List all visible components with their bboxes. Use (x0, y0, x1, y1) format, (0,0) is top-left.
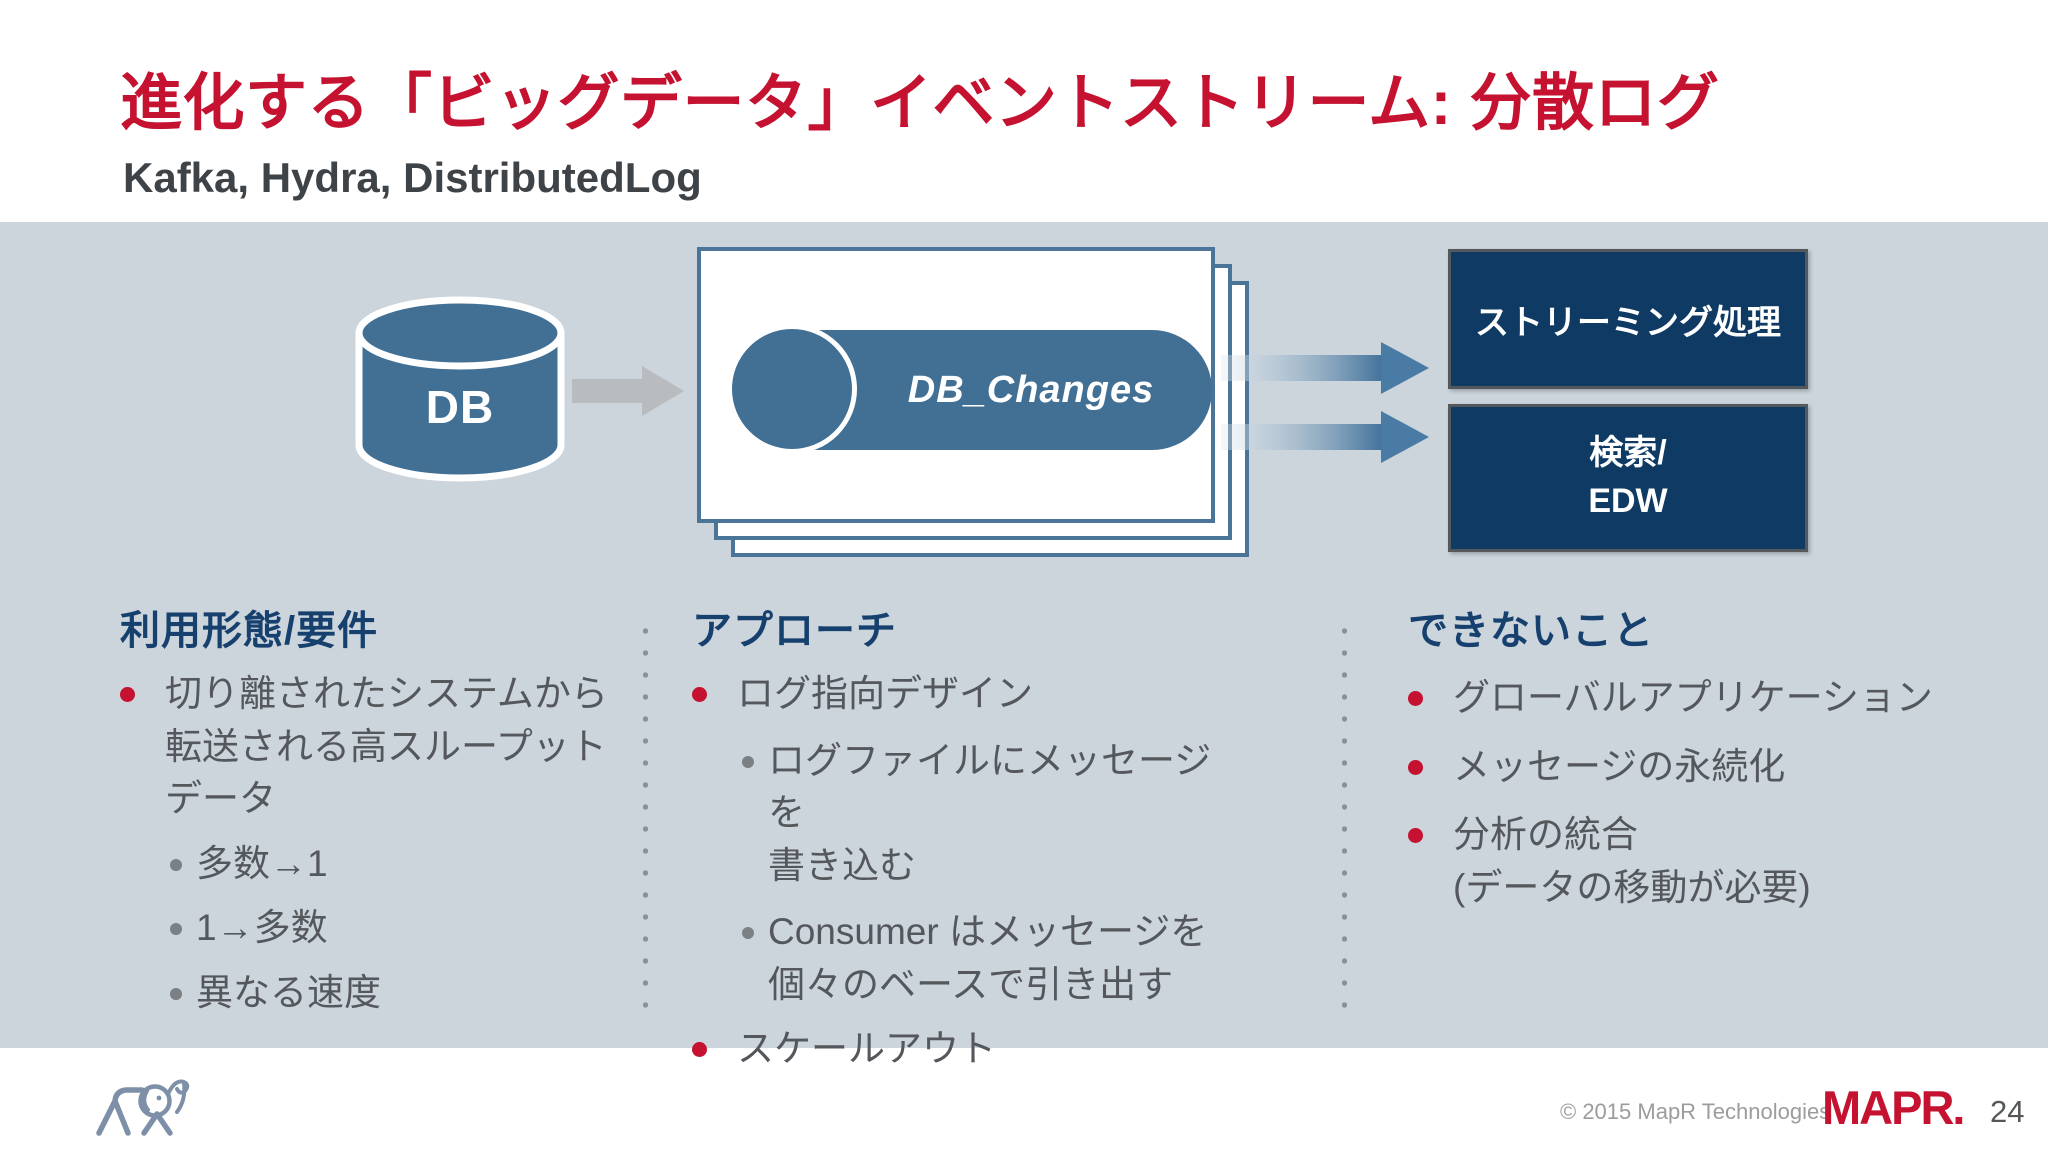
bullet-text: 分析の統合 (データの移動が必要) (1453, 814, 1811, 908)
column-limitations: できないこと グローバルアプリケーション メッセージの永続化 分析の統合 (デー… (1408, 606, 1988, 914)
column-divider (643, 620, 648, 1010)
column-usage-requirements: 利用形態/要件 切り離されたシステムから 転送される高スループット データ 多数… (120, 606, 622, 1019)
sub-bullet-item: Consumer はメッセージを 個々のベースで引き出す (742, 906, 1224, 1011)
stream-capsule (792, 330, 1212, 450)
gray-bullet-icon (742, 755, 754, 768)
sub-bullet-item: 異なる速度 (170, 967, 622, 1020)
column-heading: できないこと (1408, 609, 1654, 653)
sub-bullet-item: ログファイルにメッセージを 書き込む (742, 735, 1224, 893)
stream-label: DB_Changes (907, 368, 1155, 411)
column-approach: アプローチ ログ指向デザイン ログファイルにメッセージを 書き込む Consum… (692, 606, 1224, 1076)
target-box-search-edw-label: 検索/ EDW (1588, 434, 1668, 520)
gray-bullet-icon (170, 858, 182, 871)
bullet-text: グローバルアプリケーション (1453, 677, 1933, 718)
page-title: 進化する「ビッグデータ」イベントストリーム: 分散ログ (120, 69, 1720, 138)
bullet-item: メッセージの永続化 (1408, 741, 1988, 794)
gray-bullet-icon (170, 987, 182, 1000)
red-bullet-icon (120, 687, 135, 702)
stream-arrow-bottom-icon (1221, 411, 1429, 463)
target-box-streaming: ストリーミング処理 (1448, 249, 1808, 389)
red-bullet-icon (1408, 759, 1423, 775)
bullet-item: ログ指向デザイン (692, 668, 1224, 721)
bullet-text: メッセージの永続化 (1453, 745, 1786, 787)
bullet-text: スケールアウト (737, 1028, 996, 1070)
page-number: 24 (1990, 1094, 2025, 1129)
red-bullet-icon (692, 1042, 707, 1058)
sub-bullet-item: 多数→1 (170, 838, 622, 891)
gray-bullet-icon (742, 927, 754, 940)
mapr-wordmark-logo: MAPR. (1822, 1081, 1965, 1134)
gray-bullet-icon (170, 923, 182, 936)
target-box-streaming-label: ストリーミング処理 (1475, 303, 1781, 342)
red-bullet-icon (1408, 691, 1423, 706)
bullet-text: ログ指向デザイン (737, 673, 1033, 714)
page-subtitle: Kafka, Hydra, DistributedLog (123, 154, 702, 201)
database-cylinder-icon (355, 296, 565, 482)
bullet-item: スケールアウト (692, 1023, 1224, 1076)
diagram-band: DB DB_Changes (0, 222, 2048, 1069)
red-bullet-icon (1408, 828, 1423, 844)
database-label: DB (425, 381, 495, 433)
column-divider (1342, 620, 1347, 1010)
bullet-text: Consumer はメッセージを 個々のベースで引き出す (768, 911, 1208, 1005)
flow-arrow-icon (572, 366, 684, 416)
bullet-text: 異なる速度 (196, 971, 381, 1013)
column-heading: アプローチ (692, 609, 897, 653)
target-box-search-edw: 検索/ EDW (1448, 404, 1808, 552)
mapr-elephant-logo (96, 1079, 190, 1136)
bullet-item: 切り離されたシステムから 転送される高スループット データ (120, 668, 622, 826)
bullet-text: 多数→1 (196, 842, 328, 884)
stream-arrow-top-icon (1221, 342, 1429, 394)
sub-bullet-item: 1→多数 (170, 902, 622, 955)
column-heading: 利用形態/要件 (120, 609, 379, 653)
bullet-text: ログファイルにメッセージを 書き込む (768, 739, 1212, 886)
bullet-item: 分析の統合 (データの移動が必要) (1408, 809, 1988, 914)
bullet-text: 1→多数 (196, 907, 328, 949)
stream-capsule-end-cap (727, 324, 857, 454)
red-bullet-icon (692, 687, 707, 702)
bullet-text: 切り離されたシステムから 転送される高スループット データ (165, 673, 608, 820)
bullet-item: グローバルアプリケーション (1408, 672, 1988, 725)
copyright-text: © 2015 MapR Technologies (1560, 1099, 1831, 1124)
